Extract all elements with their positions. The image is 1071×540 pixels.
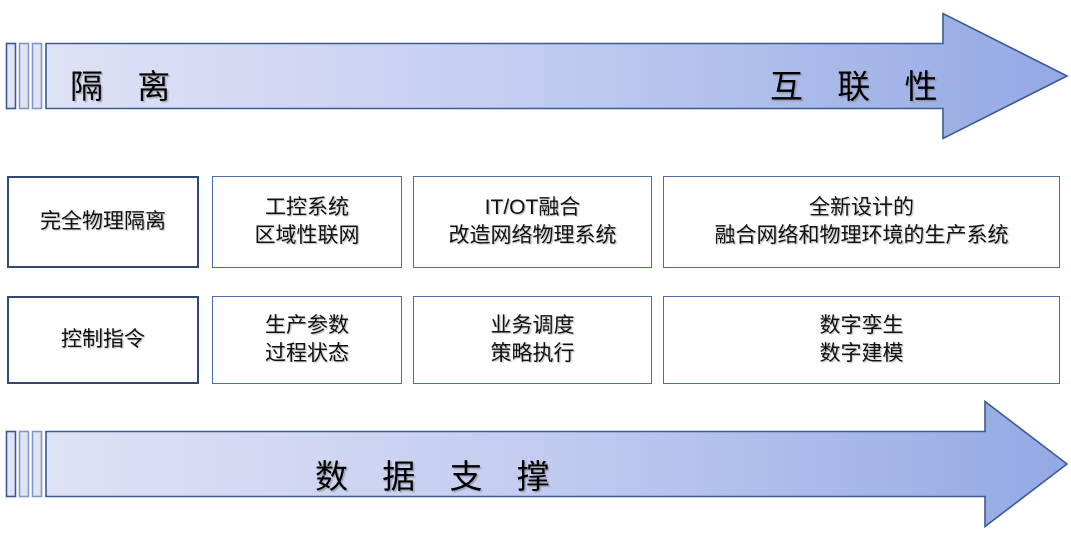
arrow-shape-bottom — [5, 399, 1069, 529]
bottom-arrow-center-label: 数 据 支 撑 — [315, 458, 563, 495]
cell-r2c2[interactable]: 生产参数 过程状态 — [212, 296, 402, 384]
cell-r2c4[interactable]: 数字孪生 数字建模 — [663, 296, 1060, 384]
cell-r2c1-label: 控制指令 — [61, 328, 145, 352]
cell-r2c1[interactable]: 控制指令 — [7, 296, 199, 384]
data-support-arrow: 数 据 支 撑 — [0, 398, 1071, 530]
cell-r1c3-label: IT/OT融合 改造网络物理系统 — [448, 196, 617, 247]
cell-r1c4-label: 全新设计的 融合网络和物理环境的生产系统 — [714, 196, 1009, 247]
cell-r2c3[interactable]: 业务调度 策略执行 — [413, 296, 652, 384]
cell-r1c1[interactable]: 完全物理隔离 — [7, 176, 199, 268]
cell-r1c4[interactable]: 全新设计的 融合网络和物理环境的生产系统 — [663, 176, 1060, 268]
cell-r2c2-label: 生产参数 过程状态 — [265, 314, 349, 365]
arrow-shape-top — [5, 12, 1069, 140]
cell-r1c1-label: 完全物理隔离 — [40, 210, 166, 234]
cell-r1c3[interactable]: IT/OT融合 改造网络物理系统 — [413, 176, 652, 268]
cell-r2c3-label: 业务调度 策略执行 — [490, 314, 575, 365]
cell-r1c2[interactable]: 工控系统 区域性联网 — [212, 176, 402, 268]
cell-r1c2-label: 工控系统 区域性联网 — [254, 196, 360, 247]
cell-r2c4-label: 数字孪生 数字建模 — [819, 314, 904, 365]
top-arrow-left-label: 隔 离 — [70, 68, 183, 105]
top-arrow-right-label: 互 联 性 — [770, 68, 951, 105]
isolation-to-connectivity-arrow: 隔 离 互 联 性 — [0, 12, 1071, 140]
